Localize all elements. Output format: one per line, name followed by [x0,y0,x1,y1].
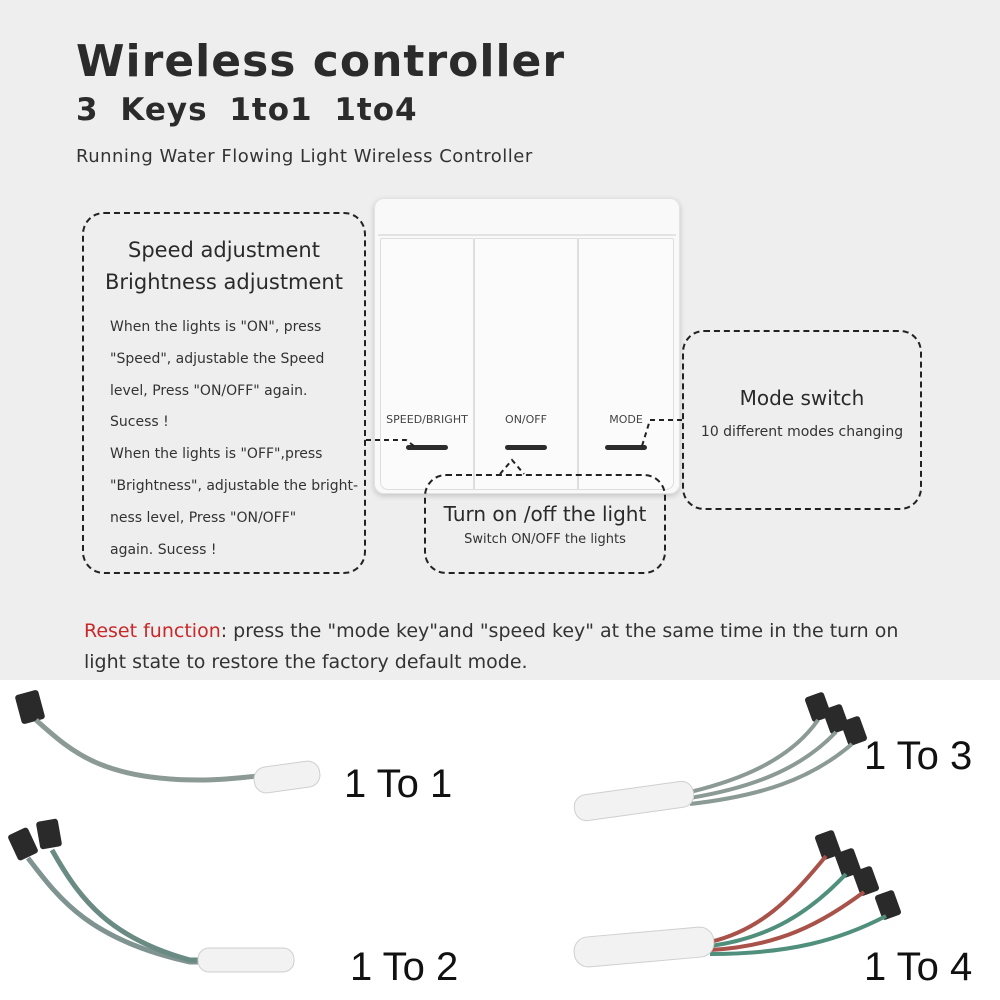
cable-1to3-image [573,692,867,822]
on-off-key: ON/OFF [474,238,578,490]
on-off-description: Switch ON/OFF the lights [464,532,626,547]
speed-adjustment-heading: Speed adjustment [128,238,320,262]
indicator-led [406,445,448,450]
speed-brightness-description: When the lights is "ON", press "Speed", … [110,319,359,558]
cable-1to4-image [573,830,901,968]
mode-switch-description: 10 different modes changing [700,424,904,440]
on-off-heading: Turn on /off the light [443,502,647,526]
mode-key: MODE [578,238,674,490]
reset-function-label: Reset function [84,620,221,642]
label-1to4: 1 To 4 [864,945,973,989]
label-1to3: 1 To 3 [864,734,973,778]
cable-1to1-image [15,690,321,794]
mode-key-label: MODE [609,413,643,426]
reset-function-text: Reset function: press the "mode key"and … [84,616,944,678]
reset-function-description: : press the "mode key"and "speed key" at… [84,620,899,673]
mode-switch-callout: Mode switch 10 different modes changing [682,330,922,510]
brightness-adjustment-heading: Brightness adjustment [105,270,343,294]
page-tagline: Running Water Flowing Light Wireless Con… [76,146,533,167]
speed-bright-key-label: SPEED/BRIGHT [386,413,468,426]
speed-brightness-callout: Speed adjustment Brightness adjustment W… [82,212,366,574]
on-off-callout: Turn on /off the light Switch ON/OFF the… [424,474,666,574]
page-subtitle: 3 Keys 1to1 1to4 [76,92,418,128]
indicator-led [605,445,647,450]
wireless-switch-image: SPEED/BRIGHT ON/OFF MODE [374,198,680,494]
cable-1to2-image [8,818,295,973]
indicator-led [505,445,547,450]
switch-top-strip [378,202,676,236]
cable-illustrations [8,690,901,973]
page-title: Wireless controller [76,36,566,87]
label-1to2: 1 To 2 [350,945,459,989]
speed-bright-key: SPEED/BRIGHT [380,238,474,490]
mode-switch-heading: Mode switch [739,386,865,410]
label-1to1: 1 To 1 [344,762,453,806]
on-off-key-label: ON/OFF [505,413,547,426]
